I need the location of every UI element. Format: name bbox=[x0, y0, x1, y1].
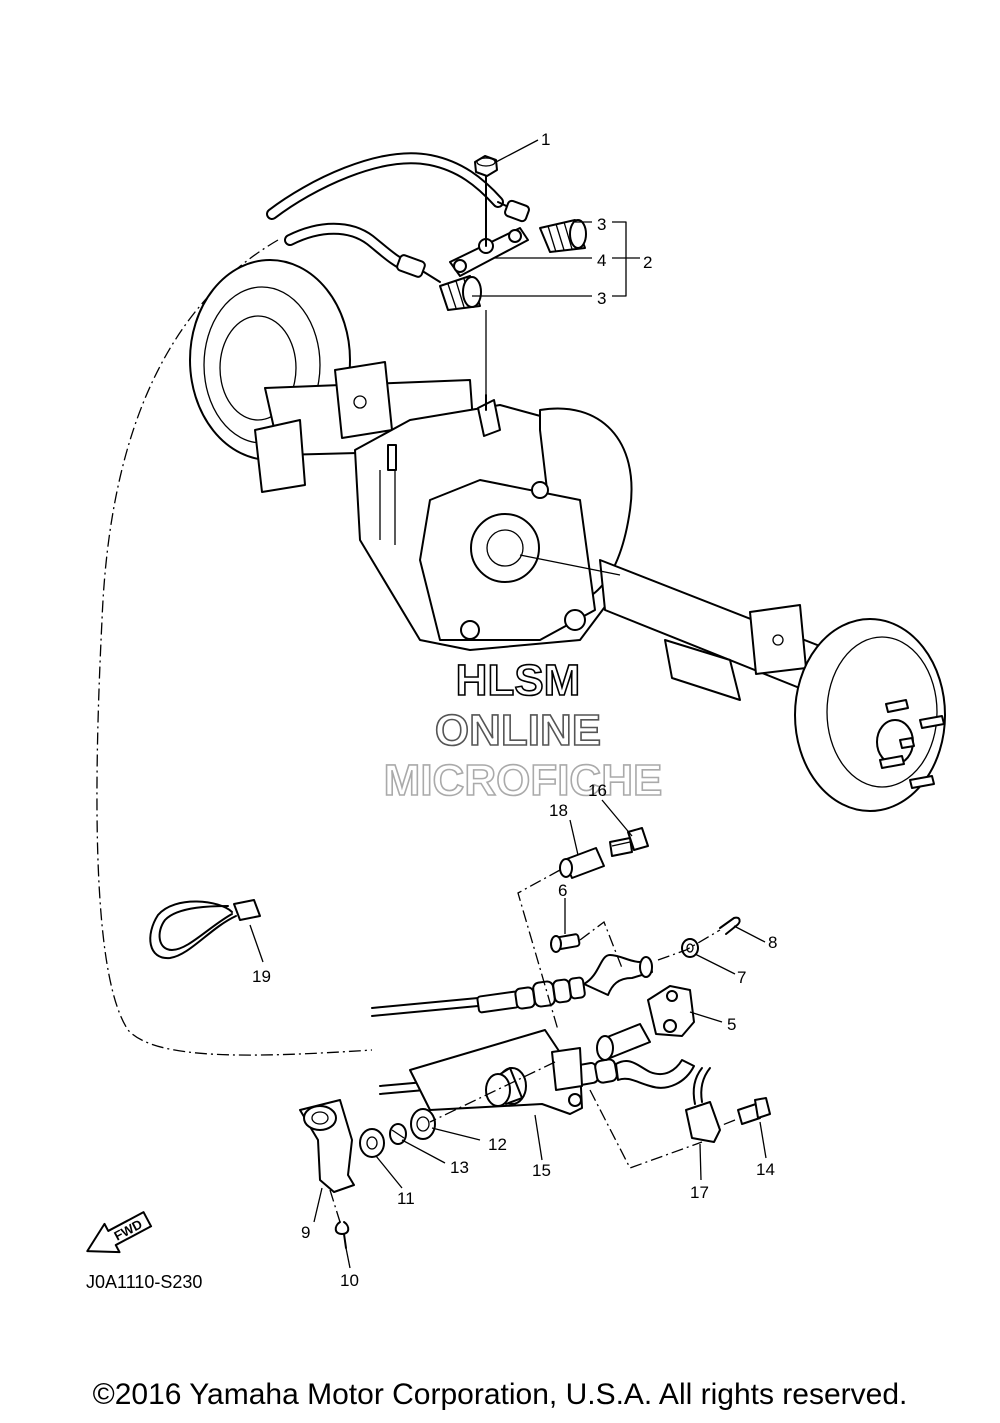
rear-axle-assembly bbox=[189, 259, 946, 812]
callout-14: 14 bbox=[756, 1160, 775, 1179]
callout-18: 18 bbox=[549, 801, 568, 820]
part-17-clip bbox=[685, 1067, 721, 1143]
fwd-arrow-icon: FWD bbox=[86, 1211, 153, 1254]
part-12-washer bbox=[410, 1108, 436, 1140]
callout-19: 19 bbox=[252, 967, 271, 986]
part-10-cotter-pin bbox=[334, 1221, 350, 1249]
part-11-washer bbox=[359, 1128, 385, 1158]
callout-4: 4 bbox=[597, 251, 606, 270]
callout-8: 8 bbox=[768, 933, 777, 952]
callout-2: 2 bbox=[643, 253, 652, 272]
callout-1: 1 bbox=[541, 130, 550, 149]
copyright-notice: ©2016 Yamaha Motor Corporation, U.S.A. A… bbox=[92, 1378, 908, 1411]
part-18-clevis bbox=[559, 847, 605, 879]
callout-6: 6 bbox=[558, 881, 567, 900]
callout-9: 9 bbox=[301, 1223, 310, 1242]
part-14-bolt bbox=[737, 1097, 771, 1125]
part-7-washer bbox=[681, 938, 699, 958]
callout-5: 5 bbox=[727, 1015, 736, 1034]
brake-cable-upper bbox=[266, 152, 530, 223]
part-13-spring-washer bbox=[389, 1123, 407, 1145]
equalizer-nut bbox=[474, 155, 498, 177]
brake-cable-lower bbox=[284, 222, 441, 283]
part-12-bushing bbox=[485, 1067, 527, 1107]
assembly-outline bbox=[96, 239, 373, 1056]
watermark-line2: ONLINE bbox=[435, 706, 601, 755]
part-6-pin bbox=[550, 933, 581, 953]
callout-13: 13 bbox=[450, 1158, 469, 1177]
equalizer-bar bbox=[449, 227, 529, 277]
part-9-lever bbox=[299, 1099, 355, 1193]
part-19-cable-tie bbox=[149, 899, 261, 960]
callout-15: 15 bbox=[532, 1161, 551, 1180]
part-15-bracket bbox=[409, 1029, 583, 1115]
callout-10: 10 bbox=[340, 1271, 359, 1290]
callout-17: 17 bbox=[690, 1183, 709, 1202]
callout-7: 7 bbox=[737, 968, 746, 987]
part-8-cotter-pin bbox=[719, 916, 741, 935]
watermark-line1: HLSM bbox=[456, 656, 581, 705]
spring-lower bbox=[439, 275, 482, 311]
part-16-bolt bbox=[609, 827, 649, 857]
callout-12: 12 bbox=[488, 1135, 507, 1154]
part-5-bracket bbox=[596, 985, 695, 1061]
callout-11: 11 bbox=[397, 1189, 415, 1208]
callout-16: 16 bbox=[588, 781, 607, 800]
diagram-code: J0A1110-S230 bbox=[86, 1272, 202, 1292]
spring-upper bbox=[539, 219, 587, 253]
watermark-line3: MICROFICHE bbox=[384, 756, 663, 805]
lower-cable-assembly bbox=[371, 954, 653, 1017]
callout-3-lower: 3 bbox=[597, 289, 606, 308]
callout-3-upper: 3 bbox=[597, 215, 606, 234]
